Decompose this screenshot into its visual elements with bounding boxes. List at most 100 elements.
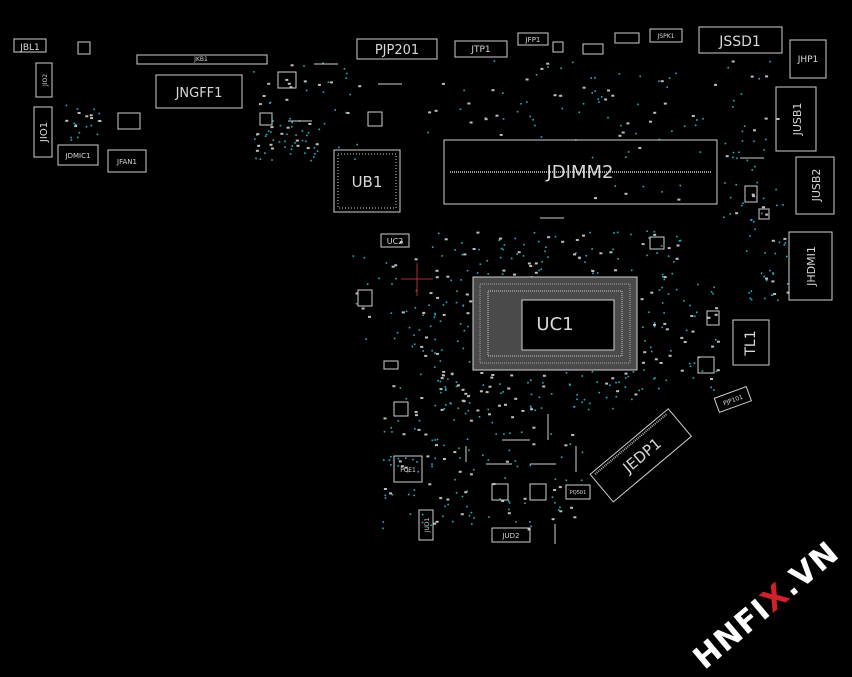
via-dot	[740, 93, 743, 95]
pad-mark	[303, 80, 307, 83]
pad-mark	[444, 238, 448, 241]
via-dot	[675, 288, 678, 291]
via-dot	[613, 232, 615, 234]
misc-chips	[77, 32, 770, 544]
via-dot	[405, 397, 408, 400]
via-dot	[654, 377, 656, 379]
via-dot	[354, 158, 356, 160]
pad-mark	[714, 313, 718, 316]
via-dot	[422, 350, 424, 352]
via-dot	[591, 92, 593, 94]
via-dot	[520, 431, 523, 433]
via-dot	[466, 438, 469, 440]
via-dot	[565, 479, 568, 482]
via-dot	[653, 230, 656, 233]
via-dot	[568, 383, 571, 386]
via-dot	[301, 130, 304, 132]
pad-mark	[270, 126, 274, 129]
via-dot	[585, 255, 587, 257]
via-dot	[701, 370, 704, 372]
via-dot	[612, 407, 614, 410]
pad-mark	[424, 433, 428, 436]
via-dot	[715, 338, 717, 341]
via-dot	[743, 125, 746, 127]
via-dot	[569, 443, 572, 445]
svg-text:JIO1: JIO1	[39, 122, 50, 143]
via-dot	[618, 73, 621, 75]
component-jspk1: JSPK1	[649, 28, 683, 43]
via-dot	[776, 204, 778, 207]
via-dot	[581, 451, 584, 454]
via-dot	[345, 77, 347, 79]
via-dot	[754, 228, 756, 231]
via-dot	[658, 80, 660, 83]
pad-mark	[504, 403, 507, 406]
pad-mark	[440, 377, 444, 380]
via-dot	[301, 139, 304, 142]
via-dot	[356, 143, 358, 146]
pad-mark	[561, 240, 565, 243]
via-dot	[547, 66, 549, 68]
pad-mark	[507, 387, 511, 390]
via-dot	[741, 140, 744, 142]
via-dot	[710, 386, 712, 389]
via-dot	[305, 140, 307, 143]
pad-mark	[425, 336, 428, 339]
via-dot	[617, 258, 619, 260]
via-dot	[529, 464, 531, 467]
pad-mark	[441, 374, 445, 377]
via-dot	[612, 248, 614, 251]
pad-mark	[564, 444, 568, 447]
pad-mark	[570, 506, 573, 509]
via-dot	[509, 432, 511, 434]
pad-mark	[426, 455, 430, 458]
pad-mark	[442, 313, 446, 316]
via-dot	[760, 272, 763, 274]
via-dot	[503, 433, 505, 435]
via-dot	[450, 279, 452, 282]
via-dot	[272, 120, 274, 122]
via-dot	[658, 387, 660, 390]
pad-mark	[680, 369, 684, 372]
via-dot	[306, 134, 308, 137]
via-dot	[405, 310, 408, 313]
via-dot	[461, 253, 464, 256]
pad-mark	[607, 89, 610, 92]
via-dot	[554, 478, 557, 481]
via-dot	[98, 112, 101, 115]
via-dot	[431, 246, 434, 248]
via-dot	[90, 124, 93, 127]
via-dot	[736, 157, 738, 160]
pad-mark	[499, 237, 502, 240]
pad-mark	[465, 293, 469, 296]
pad-mark	[464, 392, 468, 395]
via-dot	[782, 204, 784, 206]
via-dot	[650, 350, 653, 353]
via-dot	[576, 394, 578, 396]
svg-text:PJP101: PJP101	[722, 394, 744, 408]
via-dot	[683, 125, 686, 127]
via-dot	[502, 391, 504, 393]
pad-mark	[776, 118, 780, 120]
via-dot	[334, 109, 336, 111]
via-dot	[305, 89, 308, 92]
pad-mark	[436, 296, 440, 299]
via-dot	[504, 477, 506, 479]
pad-mark	[611, 94, 615, 97]
pad-mark	[765, 75, 769, 78]
via-dot	[668, 77, 671, 79]
via-dot	[733, 99, 735, 102]
pad-mark	[417, 428, 421, 431]
via-dot	[771, 294, 774, 297]
via-dot	[318, 128, 321, 131]
via-dot	[385, 262, 388, 264]
svg-text:JFP1: JFP1	[525, 36, 541, 44]
pad-mark	[663, 276, 667, 279]
via-dot	[439, 360, 442, 362]
via-dot	[591, 156, 594, 159]
pad-mark	[751, 193, 755, 196]
via-dot	[422, 314, 425, 316]
via-dot	[679, 184, 682, 187]
via-dot	[732, 151, 735, 154]
pad-mark	[262, 95, 266, 97]
